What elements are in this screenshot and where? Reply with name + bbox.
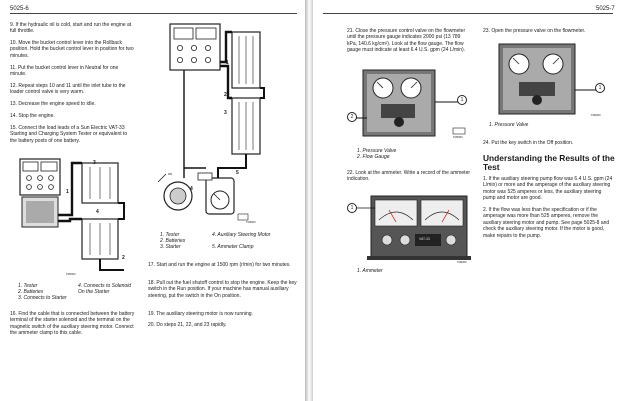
step-12: 12. Repeat steps 10 and 11 until the inl… [10, 83, 126, 96]
legend-pressure-valve: 1. Pressure Valve [489, 122, 529, 128]
pressure-valve-figure: 1 TM0000 [485, 38, 611, 120]
page-number-right: 5025-7 [596, 6, 615, 12]
callout-1: 1 [457, 95, 467, 105]
callout-1: 1 [226, 60, 229, 66]
step-22: 22. Look at the ammeter. Write a record … [347, 170, 471, 183]
flowmeter-figure: 1 2 TM0000 [347, 62, 473, 144]
callout-1: 1 [66, 189, 69, 195]
figure-code: TM0000 [457, 261, 467, 264]
legend-batteries: 2. Batteries [160, 238, 186, 244]
step-15: 15. Connect the load leads of a Sun Elec… [10, 125, 128, 144]
step-10: 10. Move the bucket control lever into t… [10, 40, 134, 59]
legend-starter: 3. Connects to Starter [18, 295, 67, 301]
step-23: 23. Open the pressure valve on the flowm… [483, 28, 586, 34]
legend-ammeter: 1. Ammeter [357, 268, 383, 274]
callout-4: 4 [96, 209, 99, 215]
step-13: 13. Decrease the engine speed to idle. [10, 101, 96, 107]
right-page: 5025-7 21. Close the pressure control va… [313, 0, 620, 401]
step-19: 19. The auxiliary steering motor is now … [148, 311, 253, 317]
book-gutter [305, 0, 313, 401]
result-1: 1. If the auxiliary steering pump flow w… [483, 176, 613, 202]
callout-2: 2 [347, 112, 357, 122]
step-11: 11. Put the bucket control lever in Neut… [10, 65, 119, 78]
legend-starter: 3. Starter [160, 244, 181, 250]
step-16: 16. Find the cable that is connected bet… [10, 311, 135, 337]
callout-3: 3 [93, 160, 96, 166]
figure-code: TM0000 [591, 114, 601, 117]
step-20: 20. Do steps 21, 22, and 23 rapidly. [148, 322, 227, 328]
legend-aux-steering-motor: 4. Auxiliary Steering Motor [212, 232, 271, 238]
callout-3: 3 [224, 110, 227, 116]
legend-pressure-valve: 1. Pressure Valve [357, 148, 397, 154]
legend-tester: 1. Tester [160, 232, 180, 238]
figure-code: TM0000 [453, 136, 463, 139]
wiring-figure-full-system: 1 2 3 4 5 TM0000 [148, 18, 266, 228]
step-9: 9. If the hydraulic oil is cold, start a… [10, 22, 132, 35]
header-rule [10, 13, 297, 14]
page-number-left: 5025-6 [10, 6, 29, 12]
legend-flow-gauge: 2. Flow Gauge [357, 154, 390, 160]
step-21: 21. Close the pressure control valve on … [347, 28, 466, 54]
figure-code: TM0000 [246, 221, 256, 224]
left-page: 5025-6 9. If the hydraulic oil is cold, … [0, 0, 305, 401]
step-14: 14. Stop the engine. [10, 113, 55, 119]
callout-1: 1 [347, 203, 357, 213]
callout-2: 2 [122, 255, 125, 261]
figure-code: TM0000 [66, 273, 76, 276]
legend-solenoid: 4. Connects to Solenoid On the Starter [78, 283, 132, 296]
legend-tester: 1. Tester [18, 283, 38, 289]
callout-5: 5 [236, 170, 239, 176]
step-18: 18. Pull out the fuel shutoff control to… [148, 280, 297, 299]
callout-2: 2 [224, 92, 227, 98]
legend-batteries: 2. Batteries [18, 289, 44, 295]
header-rule [323, 13, 613, 14]
callout-1: 1 [595, 83, 605, 93]
step-24: 24. Put the key switch in the Off positi… [483, 140, 574, 146]
legend-ammeter-clamp: 5. Ammeter Clamp [212, 244, 254, 250]
ammeter-figure: VAT-33 1 TM0000 [347, 190, 475, 266]
result-2: 2. If the flow was less than the specifi… [483, 207, 610, 239]
wiring-figure-tester-batteries: 3 4 1 2 TM0000 [12, 155, 130, 278]
tester-model-label: VAT-33 [419, 237, 430, 241]
step-17: 17. Start and run the engine at 1500 rpm… [148, 262, 291, 268]
callout-4: 4 [190, 186, 193, 192]
section-heading-results: Understanding the Results of the Test [483, 153, 615, 172]
